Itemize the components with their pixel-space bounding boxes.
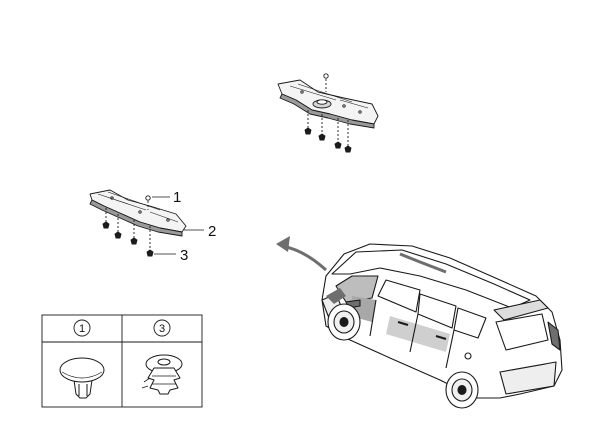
legend-header-1: 1 <box>73 319 91 337</box>
callout-3: 3 <box>180 247 188 264</box>
legend-number-1: 1 <box>79 323 85 335</box>
lower-panel-assembly <box>89 189 204 257</box>
callout-1: 1 <box>173 189 181 206</box>
legend-header-3: 3 <box>153 319 171 337</box>
legend-number-3: 3 <box>159 323 165 335</box>
upper-panel-assembly <box>277 73 379 153</box>
direction-arrow-icon <box>276 236 328 272</box>
push-pin-clip-icon <box>59 357 105 399</box>
callout-2: 2 <box>208 223 216 240</box>
fir-tree-clip-icon <box>141 354 183 395</box>
suv-illustration <box>321 243 563 409</box>
